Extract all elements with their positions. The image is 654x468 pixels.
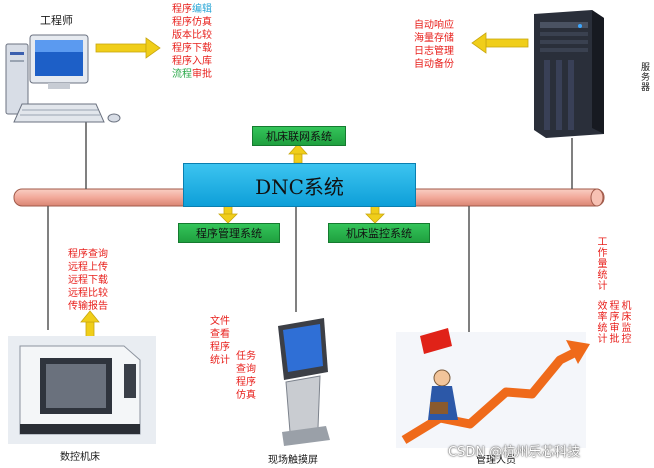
engineer-function: 流程审批 bbox=[172, 68, 212, 81]
engineer-label: 工程师 bbox=[40, 12, 73, 28]
dnc-system-box: DNC系统 bbox=[183, 163, 416, 207]
touchscreen-function: 查看 bbox=[210, 328, 230, 341]
network-system-box: 机床联网系统 bbox=[252, 126, 346, 146]
server-icon bbox=[534, 10, 604, 138]
cnc-function: 远程下载 bbox=[68, 274, 108, 287]
server-functions: 自动响应 海量存储 日志管理 自动备份 bbox=[414, 19, 454, 71]
server-function: 海量存储 bbox=[414, 32, 454, 45]
cnc-functions: 程序查询 远程上传 远程下载 远程比较 传输报告 bbox=[68, 248, 108, 313]
touch-kiosk-icon bbox=[278, 318, 330, 446]
touchscreen-functions-b: 任务 查询 程序 仿真 bbox=[236, 350, 256, 402]
manager-growth-icon bbox=[396, 328, 590, 448]
touchscreen-function: 程序 bbox=[236, 376, 256, 389]
engineer-function: 程序下载 bbox=[172, 42, 212, 55]
server-function: 日志管理 bbox=[414, 45, 454, 58]
engineer-function: 程序编辑 bbox=[172, 3, 212, 16]
cnc-machine-icon bbox=[8, 336, 156, 444]
touchscreen-label: 现场触摸屏 bbox=[268, 451, 318, 466]
program-mgmt-box: 程序管理系统 bbox=[178, 223, 280, 243]
manager-function-efficiency: 效率统计 bbox=[594, 300, 606, 344]
touchscreen-function: 程序 bbox=[210, 341, 230, 354]
engineer-function: 版本比较 bbox=[172, 29, 212, 42]
touchscreen-function: 文件 bbox=[210, 315, 230, 328]
cnc-function: 远程比较 bbox=[68, 287, 108, 300]
server-function: 自动响应 bbox=[414, 19, 454, 32]
monitoring-system-box: 机床监控系统 bbox=[328, 223, 430, 243]
manager-function-workload: 工作量统计 bbox=[594, 236, 606, 291]
touchscreen-function: 任务 bbox=[236, 350, 256, 363]
cnc-label: 数控机床 bbox=[60, 448, 100, 463]
cnc-function: 程序查询 bbox=[68, 248, 108, 261]
engineer-function: 程序入库 bbox=[172, 55, 212, 68]
server-label: 服务器 bbox=[638, 62, 651, 92]
manager-function-approval: 程序审批 bbox=[606, 300, 618, 344]
watermark: CSDN @杭州乐芯科技 bbox=[448, 441, 580, 460]
engineer-function: 程序仿真 bbox=[172, 16, 212, 29]
engineer-functions: 程序编辑 程序仿真 版本比较 程序下载 程序入库 流程审批 bbox=[172, 3, 212, 81]
touchscreen-function: 统计 bbox=[210, 354, 230, 367]
touchscreen-function: 仿真 bbox=[236, 389, 256, 402]
touchscreen-function: 查询 bbox=[236, 363, 256, 376]
manager-function-monitoring: 机床监控 bbox=[618, 300, 630, 344]
server-function: 自动备份 bbox=[414, 58, 454, 71]
touchscreen-functions-a: 文件 查看 程序 统计 bbox=[210, 315, 230, 367]
cnc-function: 传输报告 bbox=[68, 300, 108, 313]
cnc-function: 远程上传 bbox=[68, 261, 108, 274]
